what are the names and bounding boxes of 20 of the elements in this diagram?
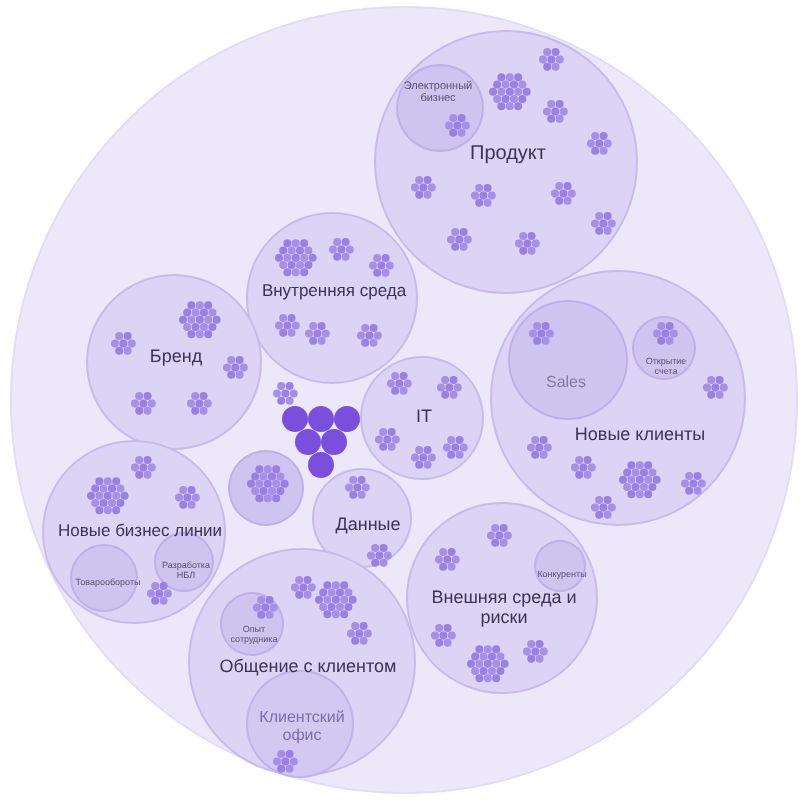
group-label: Новые бизнес линии <box>57 522 223 542</box>
group-circle <box>228 450 304 526</box>
group-label: Внешняя среда и риски <box>429 587 579 629</box>
group-circle <box>42 440 226 624</box>
group-label: Бренд <box>149 345 203 367</box>
group-label: Новые клиенты <box>574 423 706 445</box>
group-label: Sales <box>546 372 586 392</box>
group-circle <box>534 540 586 592</box>
group-label: Данные <box>335 513 401 535</box>
group-circle <box>632 316 696 380</box>
group-circle <box>312 468 412 568</box>
group-circle <box>70 544 138 612</box>
group-label: IT <box>416 405 432 427</box>
group-label: Клиентский офис <box>257 707 347 745</box>
group-circle <box>220 592 284 656</box>
group-circle <box>360 356 484 480</box>
group-label: Общение с клиентом <box>219 655 397 677</box>
group-circle <box>246 212 418 384</box>
group-label: Внутренняя среда <box>261 282 407 302</box>
group-label: Продукт <box>470 142 546 166</box>
